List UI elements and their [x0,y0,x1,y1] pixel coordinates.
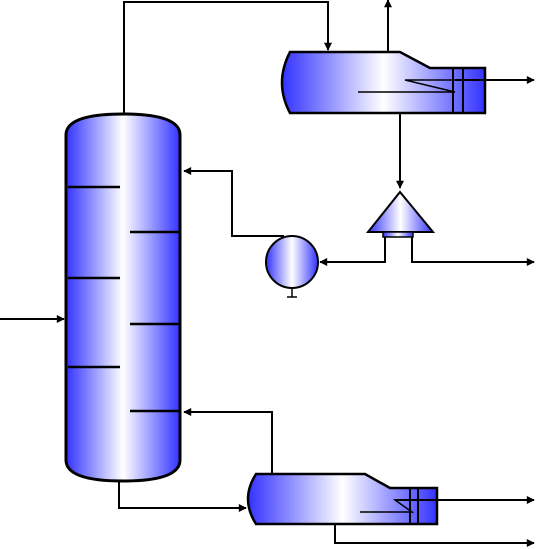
reflux-pump [265,235,319,298]
stream-distillate [411,237,535,266]
bottoms-reboiler [246,472,439,526]
condenser-tube-bundle [358,79,456,93]
column-trays [68,185,180,413]
stream-reboiler-feed [118,482,247,512]
overhead-condenser [280,50,487,115]
stream-boilup [183,408,273,474]
stream-bottoms-product [334,524,535,547]
stream-drum-outlet [319,237,386,266]
stream-reflux [183,167,284,237]
distillation-column [64,112,182,483]
reflux-drum [365,190,436,238]
stream-overhead-vapor [123,1,332,114]
